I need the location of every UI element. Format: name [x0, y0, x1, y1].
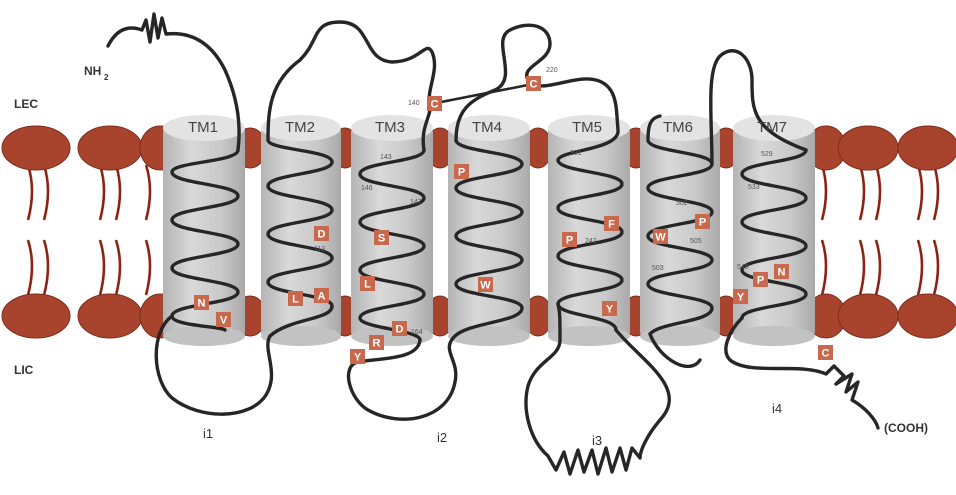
svg-text:C: C: [530, 79, 538, 91]
residue-box: R: [369, 335, 384, 350]
loop-label-i1: i1: [203, 426, 213, 441]
residue-box: S: [374, 230, 389, 245]
svg-text:Y: Y: [737, 292, 745, 304]
residue-box: Y: [350, 349, 365, 364]
svg-text:C: C: [822, 348, 830, 360]
loop-i2-chain: [349, 336, 456, 419]
residue-box: D: [314, 226, 329, 241]
residue-number: 164: [411, 329, 423, 336]
cooh-label: (COOH): [884, 421, 928, 435]
svg-text:N: N: [778, 267, 786, 279]
residue-number: 220: [546, 67, 558, 74]
nh2-sub: 2: [104, 73, 109, 82]
svg-text:P: P: [458, 167, 465, 179]
svg-text:N: N: [198, 298, 206, 310]
svg-text:W: W: [480, 280, 491, 292]
loop-label-i4: i4: [772, 401, 782, 416]
svg-text:L: L: [364, 279, 371, 291]
residue-box: L: [288, 291, 303, 306]
svg-text:D: D: [318, 229, 326, 241]
residue-box: C: [427, 96, 442, 111]
nh2-main: NH: [84, 64, 101, 78]
svg-text:A: A: [318, 291, 326, 303]
helix-label-tm2: TM2: [285, 119, 315, 136]
residue-box: C: [526, 76, 541, 91]
residue-number: 540: [737, 264, 749, 271]
residue-box: W: [653, 229, 668, 244]
svg-text:P: P: [757, 275, 764, 287]
residue-number: 147: [410, 199, 422, 206]
lec-label: LEC: [14, 97, 38, 111]
residue-box: N: [194, 295, 209, 310]
helix-label-tm7: TM7: [757, 119, 787, 136]
svg-text:S: S: [378, 233, 385, 245]
residue-box: Y: [733, 289, 748, 304]
svg-text:F: F: [608, 219, 615, 231]
svg-text:P: P: [699, 217, 706, 229]
residue-box: Y: [602, 301, 617, 316]
svg-text:Y: Y: [606, 304, 614, 316]
loop-label-i2: i2: [437, 430, 447, 445]
residue-number: 143: [380, 154, 392, 161]
residue-box: P: [695, 214, 710, 229]
svg-text:L: L: [292, 294, 299, 306]
lic-label: LIC: [14, 363, 34, 377]
svg-text:V: V: [220, 315, 228, 327]
residue-box: P: [562, 232, 577, 247]
residue-box: C: [818, 345, 833, 360]
residue-number: 242: [585, 238, 597, 245]
residue-number: 331: [570, 150, 582, 157]
residue-box: D: [392, 321, 407, 336]
helix-label-tm5: TM5: [572, 119, 602, 136]
lipid-tails-right: [822, 165, 938, 295]
residue-box: A: [314, 288, 329, 303]
residue-box: P: [454, 164, 469, 179]
residue-number: 502: [676, 200, 688, 207]
svg-text:R: R: [373, 338, 381, 350]
residue-number: 140: [408, 100, 420, 107]
helix-label-tm3: TM3: [375, 119, 405, 136]
residue-box: V: [216, 312, 231, 327]
lipid-tails-left: [28, 165, 150, 295]
residue-box: P: [753, 272, 768, 287]
svg-text:C: C: [431, 99, 439, 111]
residue-box: L: [360, 276, 375, 291]
helix-label-tm6: TM6: [663, 119, 693, 136]
helix-label-tm1: TM1: [188, 119, 218, 136]
residue-number: 146: [361, 185, 373, 192]
residue-number: 505: [690, 238, 702, 245]
helix-label-tm4: TM4: [472, 119, 502, 136]
svg-text:Y: Y: [354, 352, 362, 364]
helix-tm3: [351, 115, 433, 346]
svg-text:W: W: [655, 232, 666, 244]
residue-number: 503: [652, 265, 664, 272]
residue-box: W: [478, 277, 493, 292]
residue-number: 529: [761, 151, 773, 158]
residue-box: F: [604, 216, 619, 231]
svg-text:D: D: [396, 324, 404, 336]
residue-number: 533: [748, 184, 760, 191]
residue-box: N: [774, 264, 789, 279]
svg-text:P: P: [566, 235, 573, 247]
residue-number: 113: [314, 246, 325, 253]
nh2-label: NH 2: [84, 64, 109, 82]
loop-label-i3: i3: [592, 433, 602, 448]
disulfide-link: [436, 84, 533, 103]
